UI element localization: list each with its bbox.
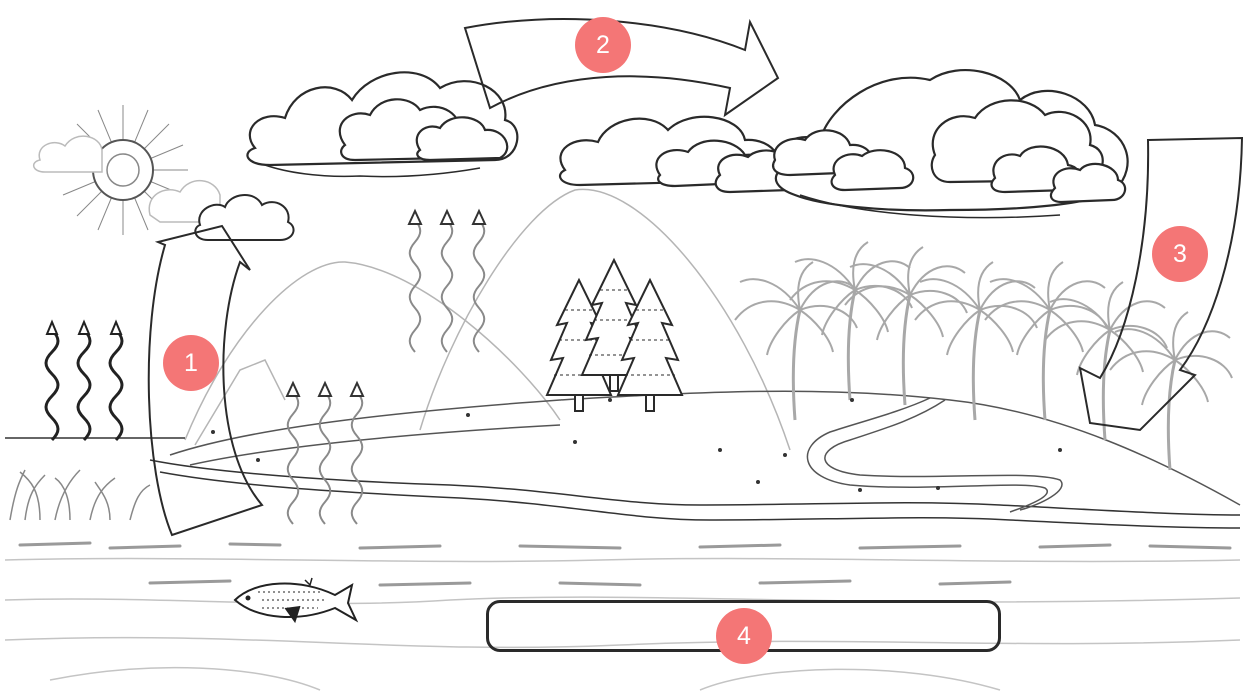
wavy-arrow-icon (473, 211, 485, 352)
wavy-arrow-icon (78, 322, 90, 440)
wavy-arrow-icon (46, 322, 58, 440)
river (807, 398, 1062, 512)
wavy-arrow-icon (351, 383, 363, 524)
palm-tree (915, 262, 1037, 420)
marker-4: 4 (716, 608, 772, 664)
palm-tree (1110, 312, 1232, 470)
cloud-cluster-left (247, 72, 517, 176)
wavy-arrow-icon (287, 383, 299, 524)
fish-icon (235, 578, 356, 622)
wavy-arrow-icon (319, 383, 331, 524)
cloud-cluster-middle (560, 117, 802, 192)
palm-tree (735, 262, 857, 420)
palm-tree (845, 247, 967, 405)
grass-left (10, 470, 150, 520)
marker-2: 2 (575, 17, 631, 73)
marker-3: 3 (1152, 226, 1208, 282)
wavy-arrow-icon (409, 211, 421, 352)
palm-tree (985, 262, 1107, 420)
wavy-arrow-icon (441, 211, 453, 352)
faint-cloud (34, 136, 102, 172)
wavy-arrow-icon (110, 322, 122, 440)
shrubs (211, 398, 1062, 492)
sea-ripples (20, 543, 1230, 585)
marker-1: 1 (163, 335, 219, 391)
cloud-cluster-right (773, 70, 1127, 218)
shoreline (5, 438, 1240, 528)
